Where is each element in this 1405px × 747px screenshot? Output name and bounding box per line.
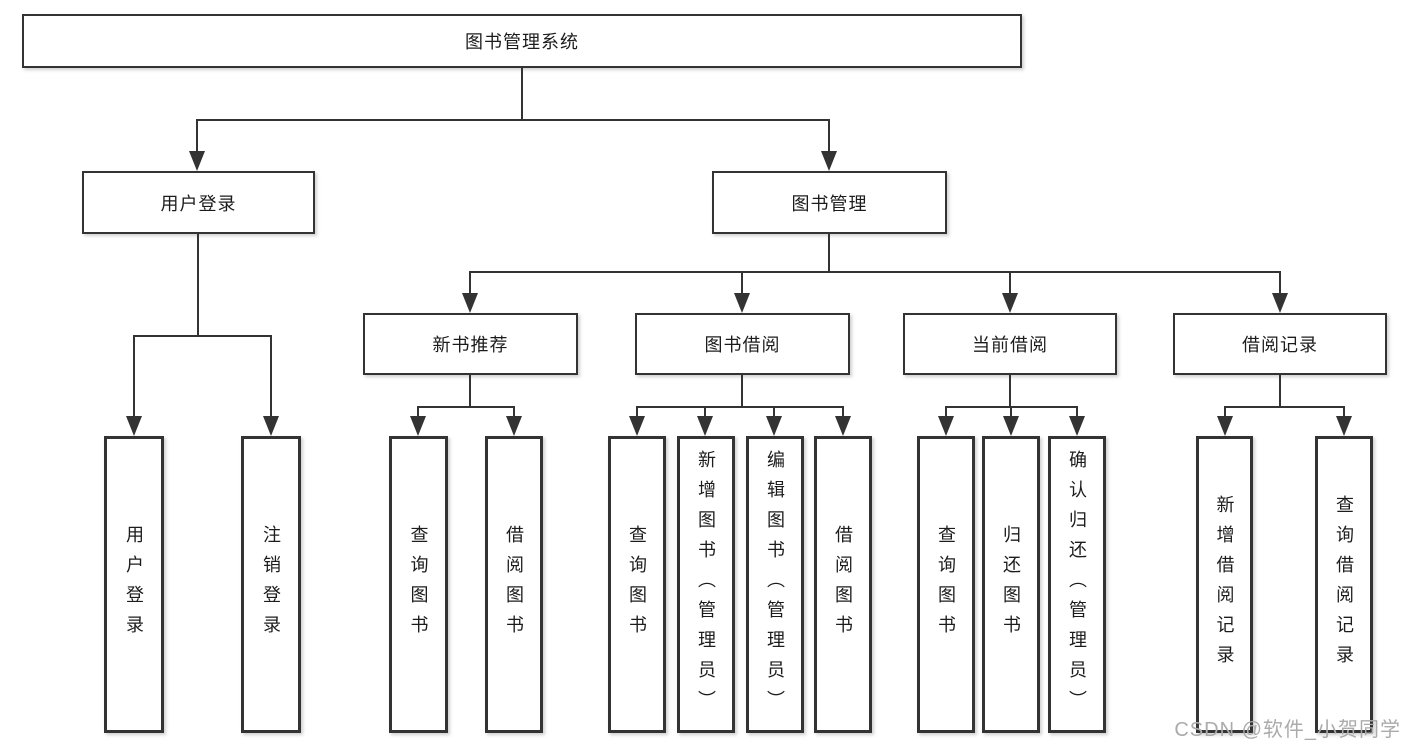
connector-line (469, 271, 471, 297)
leaf-cb-query-books-label: 查询图书 (936, 524, 956, 645)
leaf-nb-borrow-books-label: 借阅图书 (504, 524, 524, 645)
arrow-down-icon (734, 293, 750, 313)
leaf-bb-edit-books: 编辑图书（管理员） (746, 436, 804, 733)
connector-line (1009, 271, 1011, 297)
arrow-down-icon (1002, 293, 1018, 313)
node-borrow-records: 借阅记录 (1173, 313, 1387, 375)
connector-line (469, 271, 1281, 273)
leaf-nb-query-books-label: 查询图书 (408, 524, 429, 645)
connector-line (521, 68, 523, 120)
node-user-login: 用户登录 (82, 171, 315, 234)
connector-line (417, 406, 419, 420)
node-root-label: 图书管理系统 (465, 32, 579, 52)
connector-line (197, 234, 199, 337)
connector-line (270, 335, 272, 419)
connector-line (1343, 406, 1345, 420)
arrow-down-icon (697, 416, 713, 436)
connector-line (1010, 406, 1012, 420)
leaf-cb-confirm-return-label: 确认归还（管理员） (1067, 449, 1087, 720)
connector-line (704, 406, 706, 420)
node-book-borrow: 图书借阅 (635, 313, 850, 375)
leaf-nb-query-books: 查询图书 (389, 436, 448, 733)
arrow-down-icon (263, 416, 279, 436)
arrow-down-icon (410, 416, 426, 436)
leaf-bb-edit-books-label: 编辑图书（管理员） (765, 449, 785, 720)
connector-line (196, 119, 198, 155)
arrow-down-icon (629, 416, 645, 436)
leaf-cb-query-books: 查询图书 (917, 436, 975, 733)
connector-line (1224, 406, 1345, 408)
leaf-br-add-record: 新增借阅记录 (1196, 436, 1253, 733)
leaf-user-login-label: 用户登录 (124, 524, 144, 645)
connector-line (1009, 375, 1011, 408)
leaf-bb-add-books-label: 新增图书（管理员） (696, 449, 716, 720)
arrow-down-icon (1003, 416, 1019, 436)
node-book-borrow-label: 图书借阅 (704, 335, 781, 355)
connector-line (945, 406, 947, 420)
leaf-logout: 注销登录 (241, 436, 301, 733)
connector-line (1279, 271, 1281, 297)
node-current-borrow: 当前借阅 (903, 313, 1117, 375)
connector-line (196, 119, 830, 121)
node-user-login-label: 用户登录 (160, 193, 237, 214)
connector-line (133, 335, 135, 419)
arrow-down-icon (1217, 416, 1233, 436)
connector-line (513, 406, 515, 420)
connector-line (773, 406, 775, 420)
node-book-management-label: 图书管理 (791, 193, 868, 214)
arrow-down-icon (189, 151, 205, 171)
arrow-down-icon (938, 416, 954, 436)
connector-line (469, 375, 471, 408)
connector-line (133, 335, 272, 337)
arrow-down-icon (835, 416, 851, 436)
node-root: 图书管理系统 (22, 14, 1022, 68)
arrow-down-icon (1336, 416, 1352, 436)
arrow-down-icon (1272, 293, 1288, 313)
connector-line (636, 406, 844, 408)
arrow-down-icon (1069, 416, 1085, 436)
connector-line (1279, 375, 1281, 408)
leaf-bb-add-books: 新增图书（管理员） (677, 436, 735, 733)
connector-line (417, 406, 515, 408)
leaf-bb-borrow-books: 借阅图书 (814, 436, 872, 733)
arrow-down-icon (766, 416, 782, 436)
connector-line (828, 119, 830, 155)
arrow-down-icon (462, 293, 478, 313)
leaf-bb-query-books-label: 查询图书 (627, 524, 647, 645)
csdn-watermark: CSDN @软件_小贺同学 (1174, 719, 1401, 741)
connector-line (741, 271, 743, 297)
node-book-management: 图书管理 (712, 171, 947, 234)
arrow-down-icon (506, 416, 522, 436)
leaf-cb-return-books-label: 归还图书 (1001, 524, 1021, 645)
leaf-br-query-record: 查询借阅记录 (1315, 436, 1373, 733)
node-borrow-records-label: 借阅记录 (1242, 335, 1318, 355)
connector-line (741, 375, 743, 408)
connector-line (842, 406, 844, 420)
arrow-down-icon (821, 151, 837, 171)
connector-line (828, 234, 830, 272)
node-new-book-recommend-label: 新书推荐 (432, 335, 509, 355)
leaf-nb-borrow-books: 借阅图书 (485, 436, 543, 733)
leaf-bb-query-books: 查询图书 (608, 436, 666, 733)
leaf-br-query-record-label: 查询借阅记录 (1334, 494, 1354, 675)
node-current-borrow-label: 当前借阅 (972, 335, 1048, 355)
connector-line (1224, 406, 1226, 420)
node-new-book-recommend: 新书推荐 (363, 313, 578, 375)
leaf-user-login: 用户登录 (104, 436, 164, 733)
connector-line (636, 406, 638, 420)
leaf-logout-label: 注销登录 (261, 524, 281, 645)
leaf-bb-borrow-books-label: 借阅图书 (833, 524, 853, 645)
connector-line (1076, 406, 1078, 420)
leaf-cb-return-books: 归还图书 (982, 436, 1040, 733)
leaf-br-add-record-label: 新增借阅记录 (1214, 494, 1235, 675)
arrow-down-icon (126, 416, 142, 436)
leaf-cb-confirm-return: 确认归还（管理员） (1048, 436, 1106, 733)
